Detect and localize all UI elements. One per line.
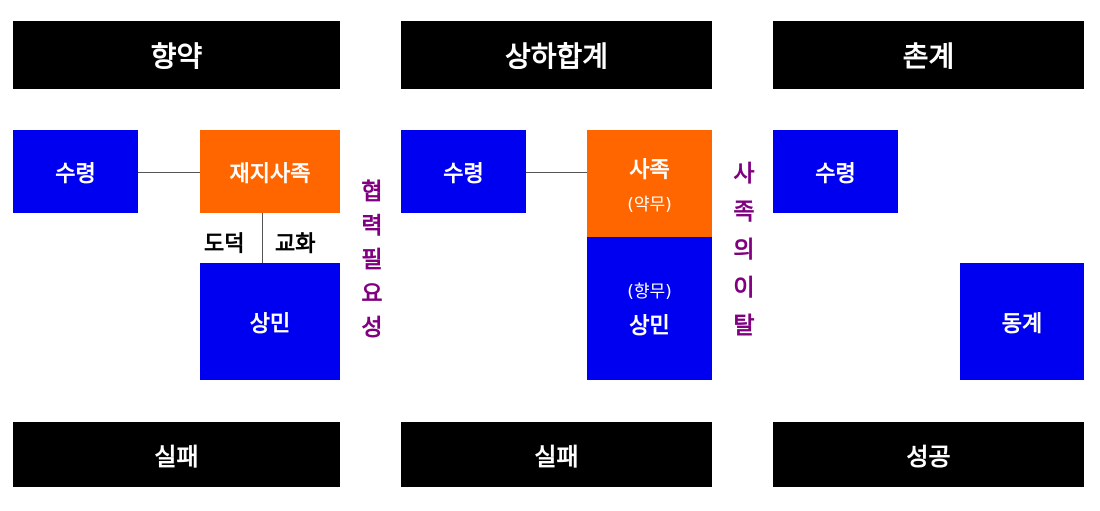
box-label: 상민 [629, 314, 670, 339]
box-label: 상민 [249, 311, 291, 337]
donggye-box: 동계 [960, 263, 1084, 380]
link-label-edification: 교화 [275, 232, 316, 257]
header-sangha: 상하합계 [401, 21, 712, 89]
commoner-box-1: 상민 [200, 263, 340, 380]
connector-line [262, 213, 263, 263]
box-label: 수령 [55, 161, 96, 187]
header-chongye: 촌계 [773, 21, 1084, 89]
note-char: 력 [361, 213, 383, 239]
commoner-box-2: (향무) 상민 [587, 237, 712, 380]
note-char: 사 [733, 161, 755, 187]
connector-line [138, 172, 200, 173]
footer-result-2: 실패 [401, 422, 712, 487]
footer-result-1: 실패 [13, 422, 340, 487]
box-sublabel: (약무) [627, 195, 672, 215]
note-char: 필 [361, 247, 383, 273]
result-label: 실패 [154, 443, 199, 471]
footer-result-3: 성공 [773, 422, 1084, 487]
box-sublabel: (향무) [627, 282, 672, 302]
ruler-box-2: 수령 [401, 130, 526, 213]
header-label: 향약 [150, 40, 203, 73]
header-hyangyak: 향약 [13, 21, 340, 89]
note-char: 협 [361, 179, 383, 205]
box-label: 수령 [443, 161, 484, 187]
ruler-box-3: 수령 [773, 130, 898, 213]
result-label: 성공 [906, 443, 951, 471]
note-char: 성 [361, 315, 383, 341]
note-char: 의 [733, 237, 755, 263]
ruler-box-1: 수령 [13, 130, 138, 213]
header-label: 상하합계 [504, 40, 609, 73]
box-label: 재지사족 [229, 161, 311, 187]
gentry-box-2: 사족 (약무) [587, 130, 712, 237]
link-label-morality: 도덕 [204, 232, 245, 257]
box-label: 수령 [815, 161, 856, 187]
note-char: 이 [733, 275, 755, 301]
connector-line [526, 172, 587, 173]
gentry-box-1: 재지사족 [200, 130, 340, 213]
note-char: 요 [361, 281, 383, 307]
header-label: 촌계 [902, 40, 955, 73]
box-label: 사족 [629, 158, 670, 183]
box-label: 동계 [1001, 311, 1043, 337]
note-char: 탈 [733, 313, 755, 339]
result-label: 실패 [534, 443, 579, 471]
note-char: 족 [733, 199, 755, 225]
